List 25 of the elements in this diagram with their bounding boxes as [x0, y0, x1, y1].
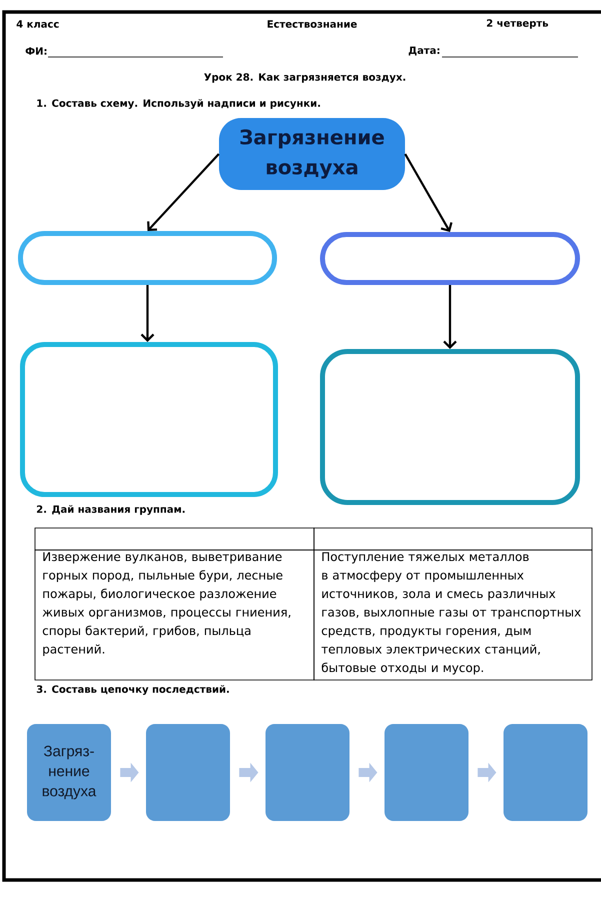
arrow [404, 153, 452, 232]
arrow [147, 153, 220, 232]
answer-box [504, 724, 588, 821]
answer-box [320, 232, 580, 285]
task-heading: 2. Дай названия группам. [36, 505, 185, 515]
answer-box [384, 724, 468, 821]
name-field-label: ФИ: [26, 47, 46, 55]
task-heading: 1. Составь схему. Используй надписи и рисунки. [37, 99, 320, 109]
process-box: Загряз- нение воздуха [27, 724, 111, 821]
answer-box [18, 231, 277, 285]
grade-label: 4 класс [16, 20, 59, 28]
subject-heading: Естествознание [268, 20, 357, 28]
answer-box [320, 349, 580, 505]
date-field-label: Дата: [408, 46, 440, 56]
task-heading: 3. Составь цепочку последствий. [36, 685, 229, 695]
arrow [140, 285, 154, 342]
quarter-label: 2 четверть [486, 19, 548, 29]
answer-box [266, 724, 350, 821]
arrow [443, 285, 457, 350]
answer-box [20, 342, 278, 497]
table-cell: Извержение вулканов, выветривание горных пород, пыльные бури, лесные пожары, биологическое разложение живых организмов, процессы гниения, споры бактерий, грибов, пыльца растений. [34, 550, 314, 680]
table-cell: Поступление тяжелых металлов в атмосферу от промышленных источников, зола и смесь различных газов, выхлопные газы от транспортных средств, продукты горения, дым тепловых электрических станций, бытовые отходы и мусор. [314, 550, 592, 680]
lesson-title: Урок 28. Как загрязняется воздух. [204, 73, 406, 83]
answer-box [146, 724, 230, 821]
topic-box: Загрязнение воздуха [219, 118, 405, 190]
